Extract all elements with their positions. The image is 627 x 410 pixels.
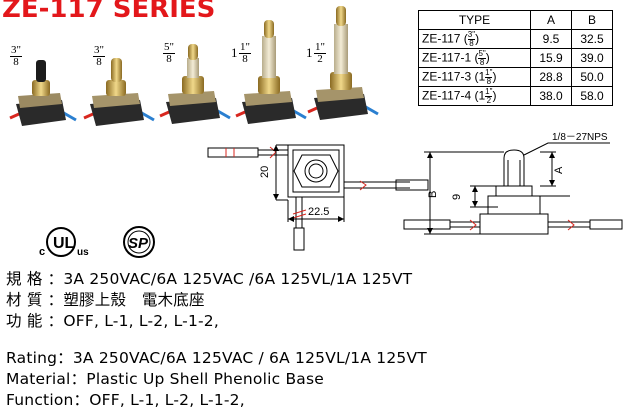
spec-table-header: TYPE A B xyxy=(418,10,613,30)
cn-material-line: 材 質 ：塑膠上殼 電木底座 xyxy=(6,291,205,309)
size-label-2: 3"8 xyxy=(93,44,105,68)
switch-photo-4 xyxy=(235,20,307,124)
top-view-drawing xyxy=(207,144,429,251)
technical-drawing: 20 22.5 9 B A 1/8－27NPS xyxy=(207,132,623,251)
ul-us-label: us xyxy=(77,247,89,258)
table-row: ZE-117-1 (5"8) 15.9 39.0 xyxy=(418,48,613,68)
table-row: ZE-117 (3"8) 9.5 32.5 xyxy=(418,29,613,49)
svg-text:UL: UL xyxy=(53,235,75,252)
ul-c-label: c xyxy=(39,246,45,258)
certification-marks: UL c us SP xyxy=(39,226,155,258)
dimension-arrows xyxy=(273,145,555,234)
col-type: TYPE xyxy=(418,10,531,30)
spec-table: TYPE A B ZE-117 (3"8) 9.5 32.5 ZE-117-1 … xyxy=(418,10,613,106)
size-label-3: 5"8 xyxy=(163,41,175,65)
en-function-line: Function：OFF, L-1, L-2, L-1-2, xyxy=(6,391,245,409)
switch-product-photos xyxy=(9,6,379,126)
dim-a-label: A xyxy=(553,166,565,174)
thread-label: 1/8－27NPS xyxy=(552,132,608,143)
cn-rating-line: 規 格 ：3A 250VAC/6A 125VAC /6A 125VL/1A 12… xyxy=(6,270,413,288)
csa-label: SP xyxy=(128,235,149,252)
dim-20-label: 20 xyxy=(259,166,271,178)
cn-function-line: 功 能 ：OFF, L-1, L-2, L-1-2, xyxy=(6,312,219,330)
ul-listed-icon: UL c us xyxy=(39,227,89,258)
switch-photo-3 xyxy=(159,44,231,124)
series-title: ZE-117 SERIES xyxy=(2,0,216,24)
switch-photo-1 xyxy=(9,60,77,126)
csa-icon: SP xyxy=(123,226,155,258)
dim-b-label: B xyxy=(427,191,439,198)
en-material-line: Material：Plastic Up Shell Phenolic Base xyxy=(6,370,325,388)
en-rating-line: Rating：3A 250VAC/6A 125VAC / 6A 125VL/1A… xyxy=(6,349,427,367)
dim-9-label: 9 xyxy=(451,194,463,200)
dim-22-5-label: 22.5 xyxy=(308,206,329,218)
switch-photo-5 xyxy=(307,6,379,120)
switch-photo-2 xyxy=(83,58,155,126)
side-view-drawing xyxy=(403,142,623,235)
size-label-1: 3"8 xyxy=(10,44,22,68)
col-b: B xyxy=(571,10,613,30)
